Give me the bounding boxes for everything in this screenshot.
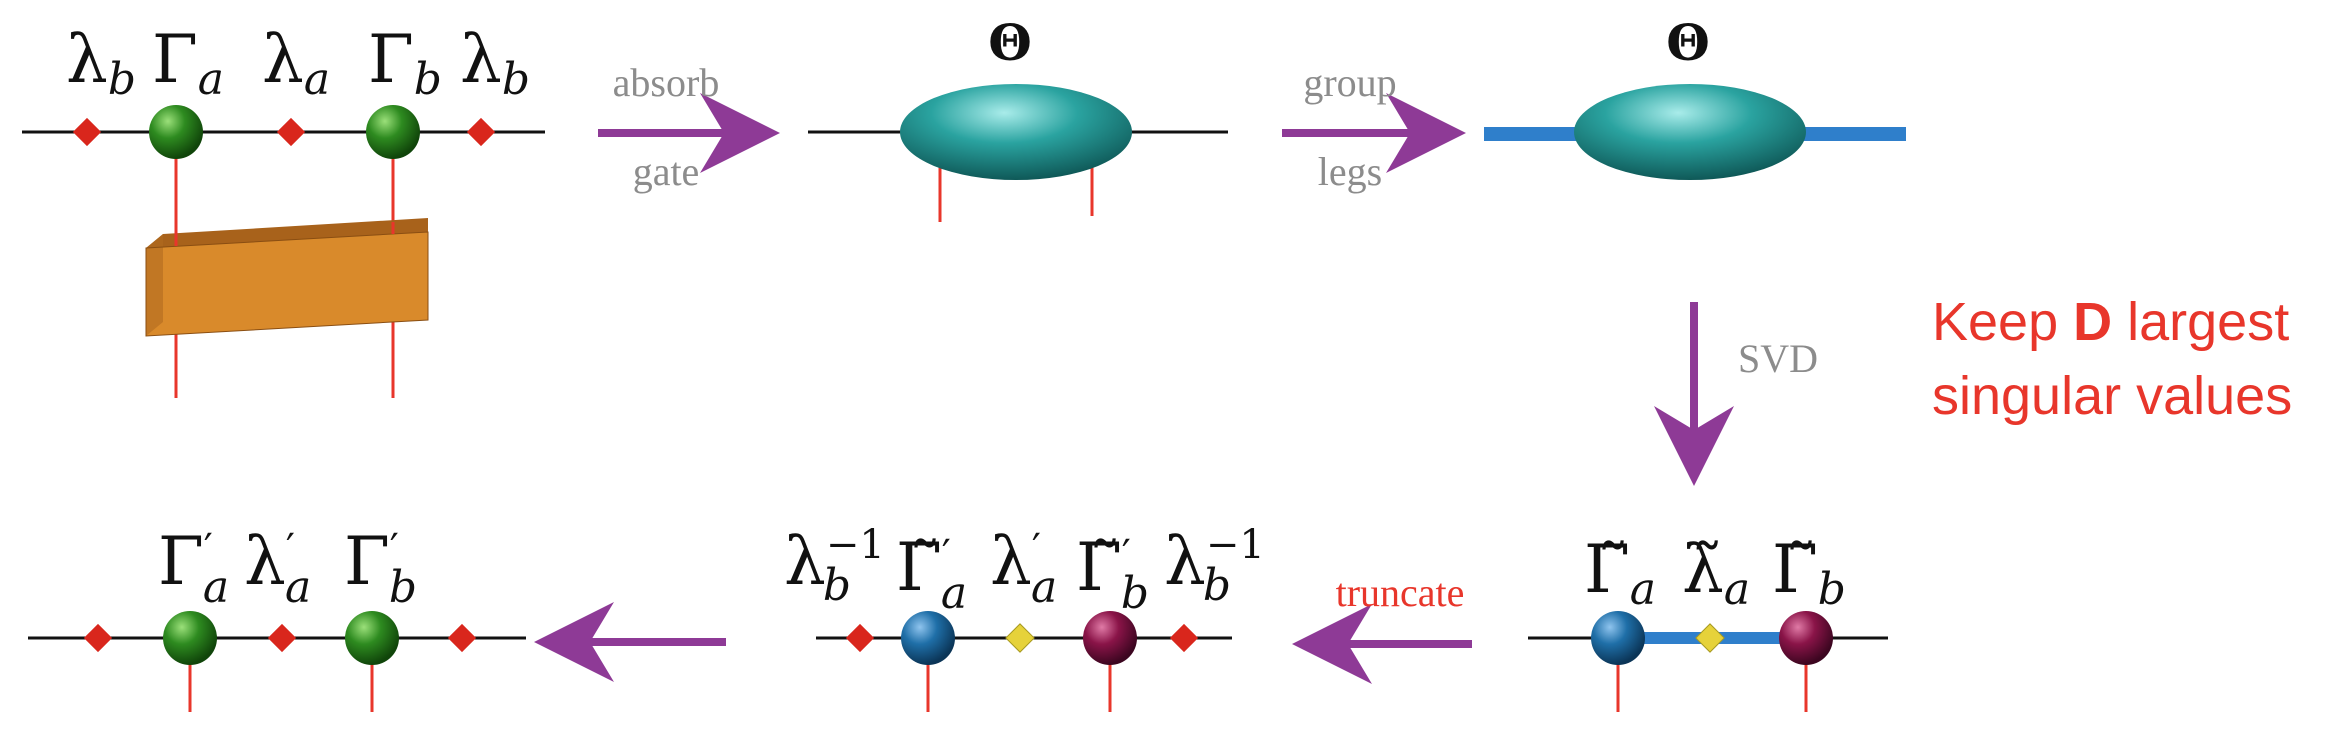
svd-label: SVD (1738, 336, 1818, 381)
lambda-b-diamond (72, 117, 102, 147)
gamma-b-prime-node (345, 611, 399, 665)
svg-text:λb: λb (460, 21, 530, 105)
lambda-b-diamond (466, 117, 496, 147)
svg-text:λb: λb (66, 21, 136, 105)
label-gamma-a-prime-tilde: Γ̃′a (896, 529, 967, 619)
gamma-a-tilde-node (1591, 611, 1645, 665)
theta-label: Θ (988, 13, 1032, 72)
lambda-a-prime-diamond (1005, 623, 1035, 653)
theta-ellipsoid (1574, 84, 1806, 180)
label-gamma-b-tilde: Γ̃b (1772, 531, 1846, 615)
svg-text:Γ′a: Γ′a (158, 523, 229, 613)
label-lambda-b: λb (460, 21, 530, 105)
gamma-a-prime-tilde-node (901, 611, 955, 665)
svg-text:Γ̃′a: Γ̃′a (896, 529, 967, 619)
label-gamma-a: Γa (152, 21, 224, 105)
legs-label: legs (1318, 149, 1382, 194)
theta-tensor: Θ (808, 13, 1228, 222)
truncate-label: truncate (1336, 570, 1465, 615)
gamma-a-prime-node (163, 611, 217, 665)
svg-text:Keep D largest: Keep D largest (1932, 292, 2289, 352)
svg-text:Γ̃b: Γ̃b (1772, 531, 1846, 615)
svg-text:Γb: Γb (368, 21, 442, 105)
svg-text:Γ̃′b: Γ̃′b (1076, 529, 1149, 619)
svg-text:λ−1b: λ−1b (1164, 522, 1265, 611)
gamma-a-node (149, 105, 203, 159)
svg-text:λ′a: λ′a (244, 523, 311, 613)
gamma-b-node (366, 105, 420, 159)
label-gamma-b: Γb (368, 21, 442, 105)
two-site-gate (145, 218, 429, 337)
truncation-note: Keep D largest singular values (1932, 292, 2292, 426)
lambda-b-inverse-diamond (845, 623, 875, 653)
label-gamma-b-prime-tilde: Γ̃′b (1076, 529, 1149, 619)
svg-text:λ̃a: λ̃a (1682, 531, 1750, 615)
svg-text:λ′a: λ′a (990, 523, 1057, 613)
label-lambda-a-prime: λ′a (990, 523, 1057, 613)
label-lambda-a: λa (262, 21, 330, 105)
gamma-b-prime-tilde-node (1083, 611, 1137, 665)
svd-arrow: SVD (1654, 302, 1818, 486)
group-label: group (1303, 60, 1396, 105)
lambda-a-tilde-diamond (1695, 623, 1725, 653)
updated-mps: Γ′a λ′a Γ′b (28, 523, 526, 712)
absorb-gate-arrow: absorb gate (598, 60, 780, 194)
lambda-b-diamond (83, 623, 113, 653)
svd-result: Γ̃a λ̃a Γ̃b (1528, 531, 1888, 712)
theta-label: Θ (1666, 13, 1710, 72)
svg-text:Γ̃a: Γ̃a (1584, 531, 1656, 615)
theta-ellipsoid (900, 84, 1132, 180)
svg-text:λa: λa (262, 21, 330, 105)
label-gamma-a-prime: Γ′a (158, 523, 229, 613)
label-gamma-a-tilde: Γ̃a (1584, 531, 1656, 615)
lambda-a-diamond (276, 117, 306, 147)
initial-mps-with-gate: λb Γa λa Γb λb (22, 21, 545, 398)
theta-grouped-matrix: Θ (1484, 13, 1906, 180)
gate-label: gate (633, 149, 700, 194)
label-lambda-a-prime: λ′a (244, 523, 311, 613)
label-lambda-a-tilde: λ̃a (1682, 531, 1750, 615)
svg-text:λ−1b: λ−1b (784, 522, 885, 611)
absorb-label: absorb (613, 60, 720, 105)
gamma-b-tilde-node (1779, 611, 1833, 665)
svg-text:Γ′b: Γ′b (344, 523, 417, 613)
svg-text:Γa: Γa (152, 21, 224, 105)
lambda-a-prime-diamond (267, 623, 297, 653)
lambda-b-inverse-diamond (1169, 623, 1199, 653)
group-legs-arrow: group legs (1282, 60, 1466, 194)
truncate-arrow: truncate (1292, 570, 1472, 684)
svg-text:singular values: singular values (1932, 366, 2292, 426)
label-lambda-b: λb (66, 21, 136, 105)
lambda-b-diamond (447, 623, 477, 653)
label-gamma-b-prime: Γ′b (344, 523, 417, 613)
